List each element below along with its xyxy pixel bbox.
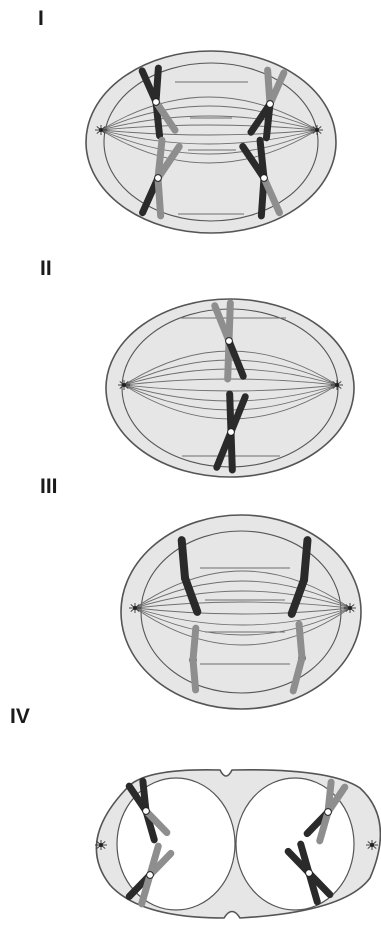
- centromere-icon: [143, 808, 150, 815]
- chromosome-arm: [182, 540, 185, 578]
- chromosome-arm: [231, 432, 232, 470]
- centrosome-icon: [129, 603, 141, 613]
- cell-panel-iv: [95, 770, 380, 918]
- centromere-icon: [226, 338, 233, 345]
- centromere-icon: [261, 175, 268, 182]
- centromere-icon: [306, 870, 313, 877]
- centrosome-icon: [344, 603, 356, 613]
- chromosome-arm: [260, 140, 264, 178]
- chromosome-arm: [193, 628, 196, 660]
- centrosome-icon: [331, 380, 343, 390]
- centrosome-icon: [366, 840, 378, 850]
- chromosome-arm: [156, 68, 158, 102]
- centromere-icon: [267, 101, 274, 108]
- centrosome-icon: [311, 125, 323, 135]
- chromosome-arm: [193, 660, 196, 690]
- centromere-icon: [153, 99, 160, 106]
- centrosome-icon: [95, 840, 107, 850]
- cell-panel-iii: [121, 515, 361, 709]
- centromere-icon: [155, 175, 162, 182]
- centromere-icon: [147, 872, 154, 879]
- chromosome-arm: [158, 178, 161, 216]
- cell-panel-i: [86, 51, 336, 233]
- chromosome-arm: [143, 781, 146, 811]
- chromosome-arm: [304, 540, 307, 580]
- chromosome-arm: [266, 104, 270, 138]
- centrosome-icon: [118, 380, 130, 390]
- centrosome-icon: [95, 125, 107, 135]
- cell-membrane: [121, 515, 361, 709]
- centromere-icon: [228, 429, 235, 436]
- cell-panel-ii: [106, 299, 354, 477]
- chromosome-arm: [229, 303, 230, 341]
- chromosome-arm: [299, 624, 302, 658]
- centromere-icon: [325, 809, 332, 816]
